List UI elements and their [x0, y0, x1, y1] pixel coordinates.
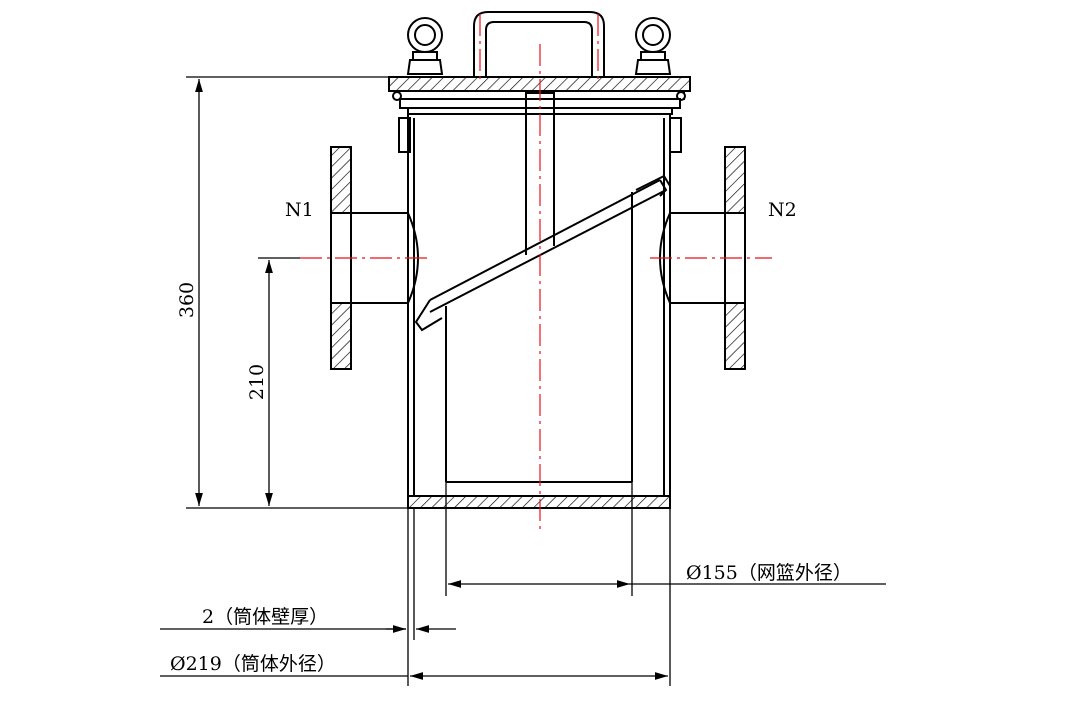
dim-total-height: 360	[176, 282, 198, 318]
nozzle-label-n1: N1	[285, 199, 314, 221]
dimension-lines	[160, 76, 886, 686]
lifting-hardware	[406, 11, 672, 78]
eye-bolt-left	[406, 17, 444, 75]
shell	[407, 114, 671, 509]
dim-shell-od: Ø219（筒体外径）	[170, 653, 336, 675]
dim-wall-thickness: 2（筒体壁厚）	[202, 606, 328, 628]
nozzle-label-n2: N2	[768, 199, 797, 221]
inlet-nozzle	[330, 146, 419, 370]
handle	[473, 11, 605, 78]
dim-nozzle-height: 210	[246, 364, 268, 400]
eye-bolt-right	[634, 17, 672, 75]
dim-basket-od: Ø155（网篮外径）	[686, 562, 852, 584]
centerlines	[300, 14, 772, 534]
filter-basket	[414, 92, 671, 483]
